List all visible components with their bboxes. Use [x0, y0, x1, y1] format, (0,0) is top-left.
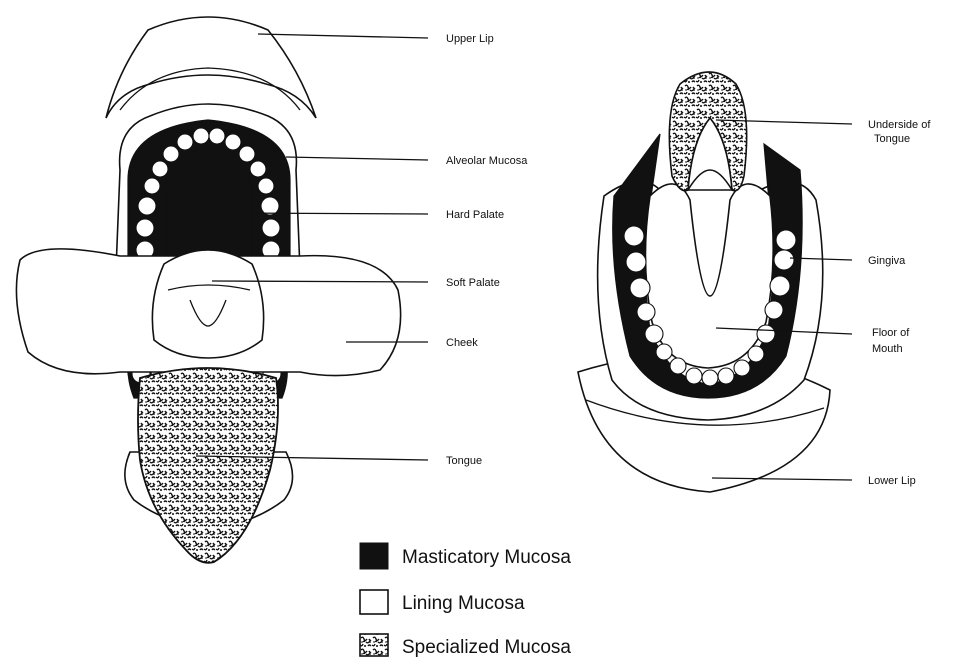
label-underside-of-tongue-2: Tongue [874, 133, 910, 145]
legend: Masticatory Mucosa Lining Mucosa Special… [360, 543, 571, 658]
tongue-shape [138, 368, 278, 563]
legend-label-lining: Lining Mucosa [402, 593, 525, 614]
legend-swatch-lining [360, 590, 388, 614]
label-lower-lip: Lower Lip [868, 475, 916, 487]
upper-oral-cavity [16, 17, 400, 563]
label-floor-of-mouth-2: Mouth [872, 343, 903, 355]
legend-swatch-specialized [360, 634, 388, 656]
legend-label-masticatory: Masticatory Mucosa [402, 547, 571, 568]
lower-oral-cavity [578, 72, 830, 492]
legend-label-specialized: Specialized Mucosa [402, 637, 571, 658]
label-upper-lip: Upper Lip [446, 33, 494, 45]
label-gingiva: Gingiva [868, 255, 906, 267]
soft-palate-shape [152, 250, 263, 358]
label-hard-palate: Hard Palate [446, 209, 504, 221]
label-alveolar-mucosa: Alveolar Mucosa [446, 155, 528, 167]
label-cheek: Cheek [446, 337, 478, 349]
label-soft-palate: Soft Palate [446, 277, 500, 289]
legend-swatch-masticatory [360, 543, 388, 569]
left-labels: Upper Lip Alveolar Mucosa Hard Palate So… [446, 33, 528, 467]
right-labels: Underside of Tongue Gingiva Floor of Mou… [868, 119, 931, 487]
label-underside-of-tongue-1: Underside of [868, 119, 931, 131]
label-floor-of-mouth-1: Floor of [872, 327, 910, 339]
label-tongue: Tongue [446, 455, 482, 467]
